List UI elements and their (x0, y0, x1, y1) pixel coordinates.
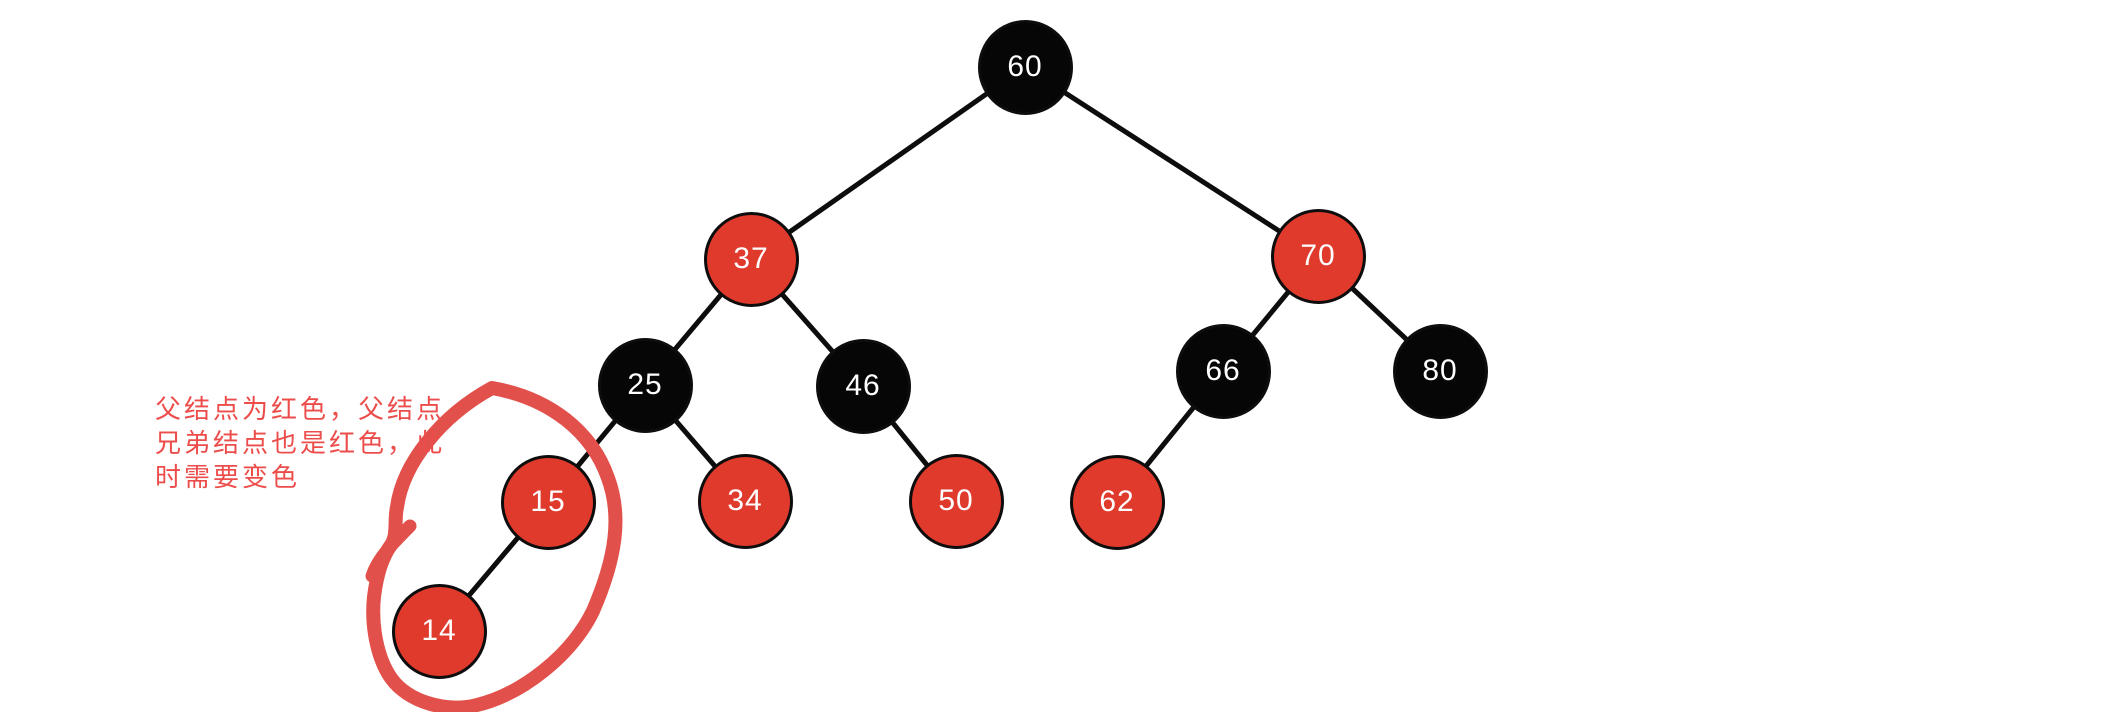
tree-edge-60-37 (749, 64, 1027, 262)
annotation-text: 父结点为红色，父结点 兄弟结点也是红色，此 时需要变色 (155, 392, 445, 494)
annotation-line: 父结点为红色，父结点 (155, 394, 446, 424)
tree-node-15-red: 15 (500, 454, 596, 550)
tree-node-70-red: 70 (1270, 208, 1366, 304)
tree-edge-60-70 (1023, 64, 1320, 259)
node-label: 62 (1099, 485, 1135, 518)
node-label: 15 (530, 485, 566, 518)
annotation-line: 时需要变色 (155, 462, 301, 492)
tree-node-50-red: 50 (908, 453, 1004, 549)
tree-node-66-black: 66 (1175, 323, 1271, 419)
node-label: 14 (421, 614, 457, 647)
tree-node-80-black: 80 (1392, 323, 1488, 419)
node-label: 46 (845, 369, 881, 402)
node-label: 37 (733, 242, 769, 275)
tree-node-60-black: 60 (977, 19, 1073, 115)
node-label: 66 (1205, 354, 1241, 387)
tree-node-34-red: 34 (697, 453, 793, 549)
node-label: 70 (1300, 239, 1336, 272)
node-label: 34 (727, 484, 763, 517)
annotation-line: 兄弟结点也是红色，此 (155, 428, 446, 458)
tree-node-37-red: 37 (703, 211, 799, 307)
node-label: 80 (1422, 354, 1458, 387)
node-label: 50 (938, 484, 974, 517)
node-label: 25 (627, 368, 663, 401)
tree-node-25-black: 25 (597, 337, 693, 433)
tree-node-62-red: 62 (1069, 454, 1165, 550)
tree-node-46-black: 46 (815, 338, 911, 434)
node-label: 60 (1007, 50, 1043, 83)
tree-node-14-red: 14 (391, 583, 487, 679)
